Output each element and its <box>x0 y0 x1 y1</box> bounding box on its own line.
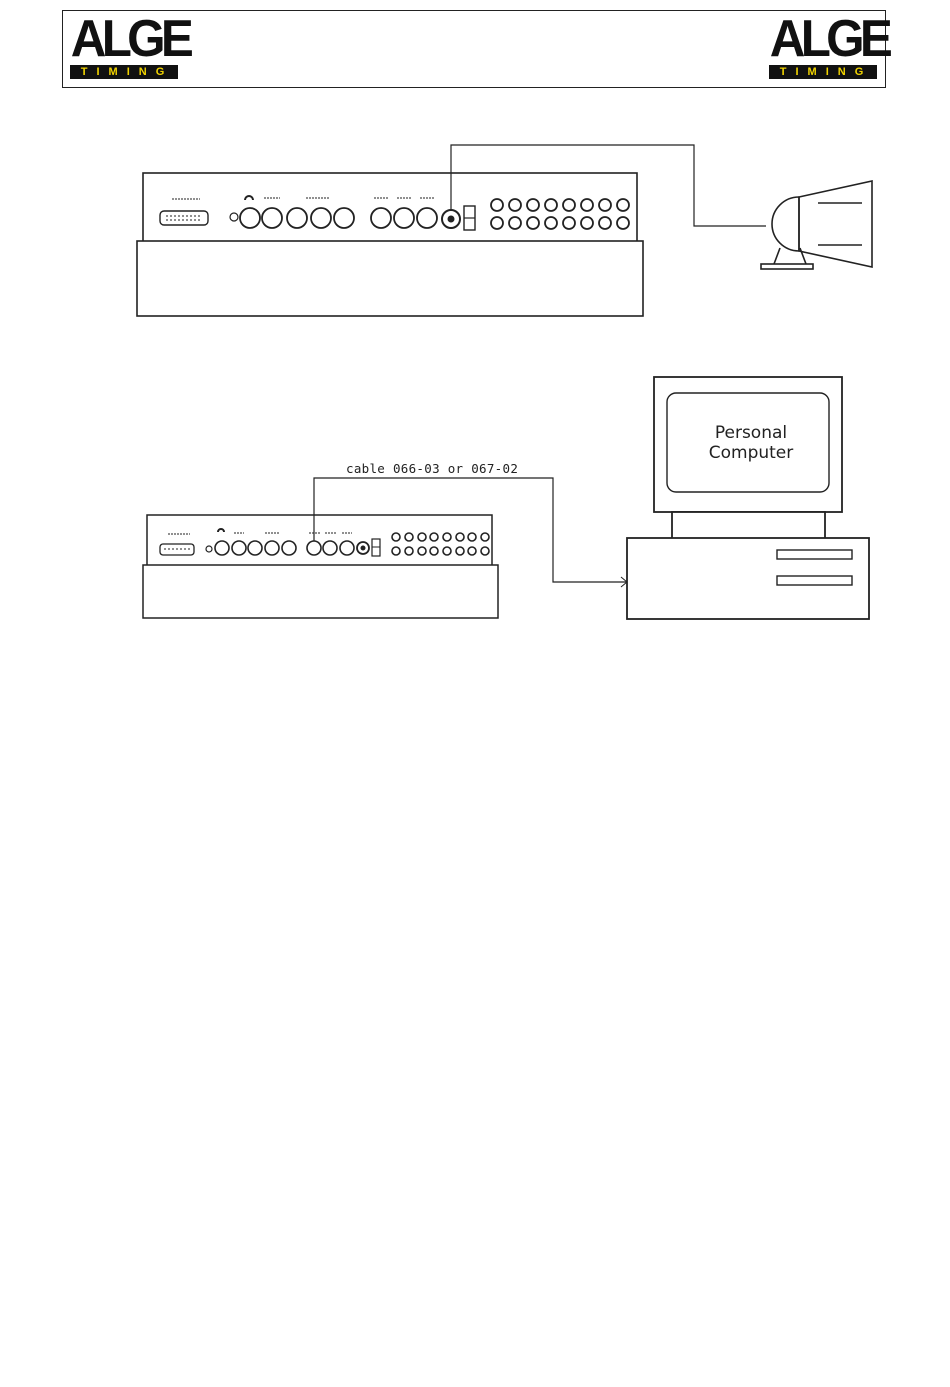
loudspeaker-icon <box>761 181 872 269</box>
cable-label: cable 066-03 or 067-02 <box>346 461 518 476</box>
pc-label-line2: Computer <box>709 443 794 463</box>
pc-label-line1: Personal <box>715 423 787 443</box>
timer-device-top <box>137 173 643 316</box>
timer-device-bottom <box>143 515 498 618</box>
personal-computer-icon <box>627 377 869 619</box>
speaker-cable <box>451 145 766 226</box>
